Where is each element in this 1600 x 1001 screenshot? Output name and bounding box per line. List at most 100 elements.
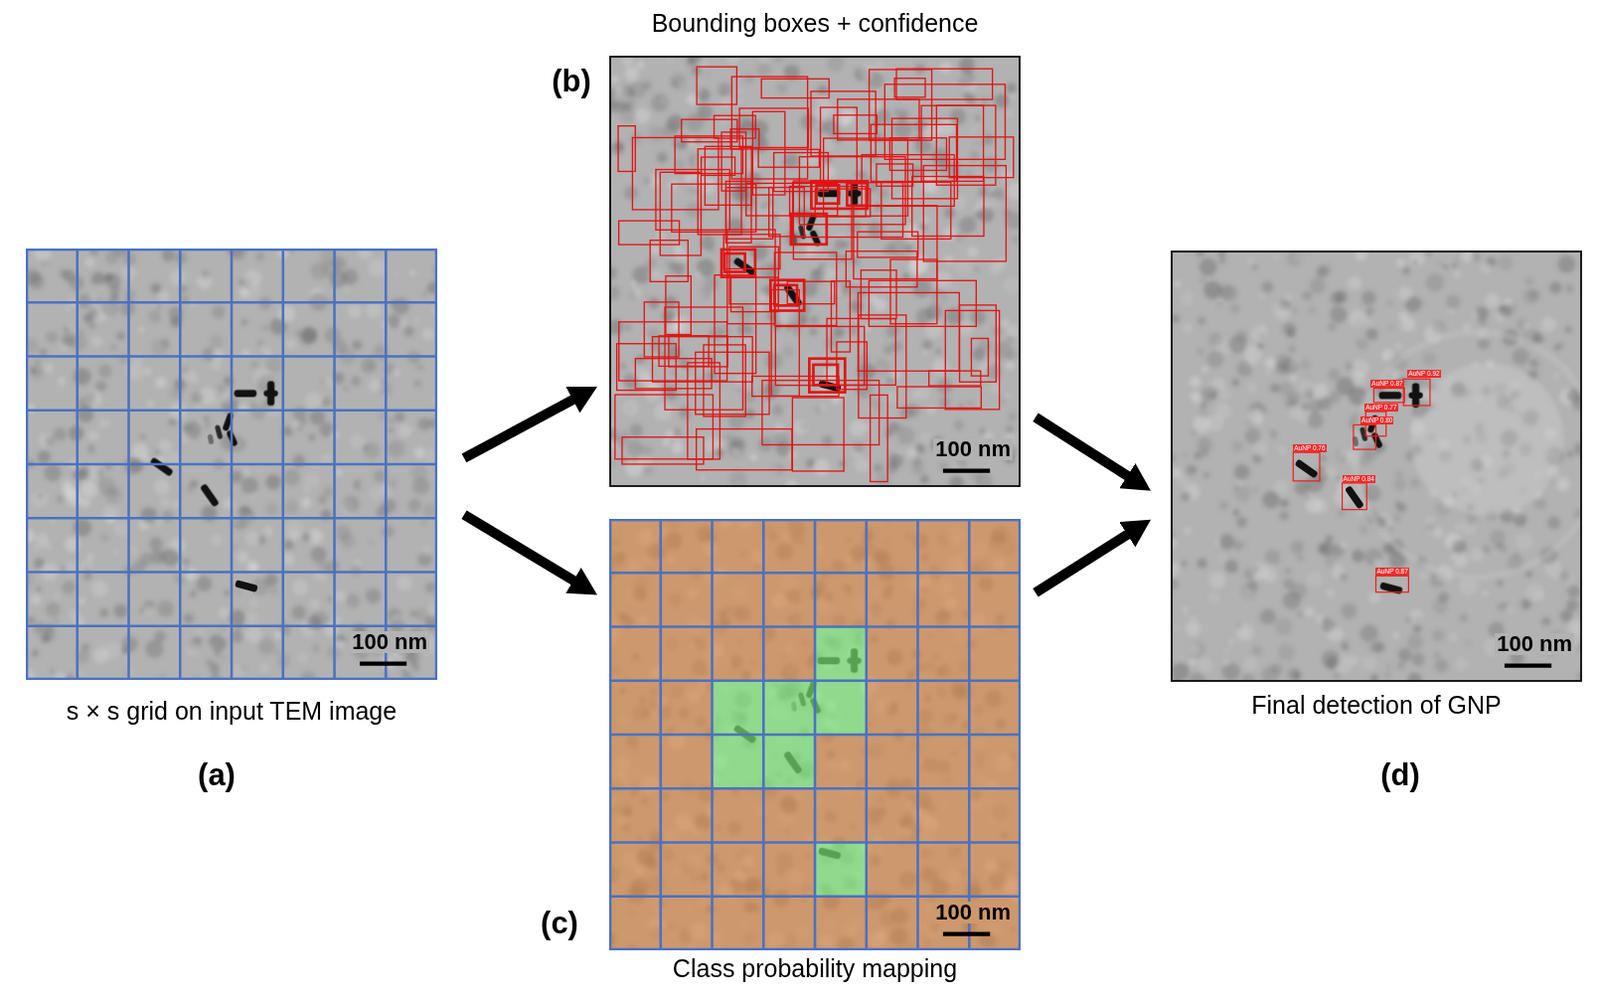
texture-blob <box>875 472 892 487</box>
texture-blob <box>368 539 374 545</box>
texture-blob <box>1274 618 1292 637</box>
texture-blob <box>893 120 912 139</box>
class-probability-cell <box>918 680 970 735</box>
texture-blob <box>854 457 870 473</box>
texture-blob <box>129 545 139 554</box>
texture-blob <box>27 617 35 625</box>
texture-blob <box>729 470 748 487</box>
texture-blob <box>720 97 731 108</box>
texture-blob <box>257 638 275 655</box>
texture-blob <box>113 603 129 619</box>
class-probability-cell <box>814 572 867 627</box>
texture-blob <box>300 418 307 425</box>
texture-blob <box>345 593 360 608</box>
candidate-bounding-box <box>810 180 868 209</box>
texture-blob <box>321 396 332 407</box>
texture-blob <box>680 143 686 149</box>
texture-blob <box>88 320 97 329</box>
texture-blob <box>241 477 259 494</box>
texture-blob <box>1010 94 1015 99</box>
candidate-bounding-box <box>731 76 807 179</box>
texture-blob <box>61 333 75 347</box>
texture-blob <box>221 654 226 659</box>
texture-blob <box>629 291 638 300</box>
texture-blob <box>954 420 964 431</box>
texture-blob <box>808 327 817 336</box>
texture-blob <box>1005 425 1014 434</box>
texture-blob <box>257 340 264 347</box>
texture-blob <box>630 132 643 146</box>
grid-line <box>25 570 438 574</box>
texture-blob <box>30 489 49 508</box>
texture-blob <box>1233 508 1240 515</box>
texture-blob <box>160 673 164 678</box>
texture-blob <box>737 88 743 94</box>
texture-blob <box>311 546 327 563</box>
texture-blob <box>784 153 800 168</box>
texture-blob <box>202 415 210 423</box>
texture-blob <box>624 185 639 200</box>
texture-blob <box>102 505 120 522</box>
scale-bar <box>943 469 990 474</box>
texture-blob <box>1565 284 1575 294</box>
class-probability-cell <box>968 788 1021 842</box>
texture-blob <box>154 479 171 496</box>
texture-blob <box>610 142 625 157</box>
texture-blob <box>365 302 382 319</box>
gold-nanorod <box>214 424 224 440</box>
texture-blob <box>647 297 660 310</box>
texture-blob <box>1252 644 1263 655</box>
candidate-bounding-box <box>774 252 836 326</box>
candidate-bounding-box <box>894 78 926 98</box>
texture-blob <box>627 406 632 411</box>
texture-blob <box>43 362 54 373</box>
texture-blob <box>339 533 355 549</box>
texture-blob <box>86 553 94 561</box>
texture-blob <box>928 405 937 414</box>
texture-blob <box>1233 540 1244 551</box>
class-probability-cell <box>866 680 919 735</box>
class-probability-cell <box>918 734 970 789</box>
texture-blob <box>114 549 120 555</box>
texture-blob <box>618 94 636 112</box>
texture-blob <box>99 608 109 618</box>
texture-blob <box>123 457 142 476</box>
class-probability-cell <box>609 896 661 951</box>
texture-blob <box>196 274 212 290</box>
texture-blob <box>935 348 942 355</box>
texture-blob <box>269 586 279 596</box>
texture-blob <box>308 433 316 441</box>
grid-line <box>25 354 438 358</box>
class-probability-cell <box>763 788 815 842</box>
texture-blob <box>1007 411 1017 421</box>
texture-blob <box>974 267 980 273</box>
texture-blob <box>263 525 274 536</box>
class-probability-cell <box>763 734 815 789</box>
texture-blob <box>708 325 724 341</box>
texture-blob <box>738 98 743 103</box>
texture-blob <box>737 386 742 391</box>
texture-blob <box>1000 168 1013 181</box>
texture-blob <box>784 64 800 81</box>
texture-blob <box>1173 625 1180 632</box>
texture-blob <box>877 188 888 199</box>
texture-blob <box>91 335 103 347</box>
class-probability-cell <box>660 680 713 735</box>
texture-blob <box>160 547 179 566</box>
texture-blob <box>907 404 921 418</box>
texture-blob <box>1218 303 1223 308</box>
texture-blob <box>661 438 670 447</box>
texture-blob <box>1305 570 1323 588</box>
texture-blob <box>37 493 43 499</box>
texture-blob <box>619 362 627 370</box>
candidate-bounding-box <box>658 335 709 367</box>
candidate-bounding-box <box>858 315 907 419</box>
texture-blob <box>95 470 105 480</box>
texture-blob <box>905 244 913 252</box>
texture-blob <box>832 325 844 337</box>
class-probability-cell <box>609 788 661 842</box>
texture-blob <box>625 460 642 478</box>
class-probability-cell <box>968 627 1021 681</box>
texture-blob <box>610 461 616 467</box>
texture-blob <box>1259 294 1265 300</box>
